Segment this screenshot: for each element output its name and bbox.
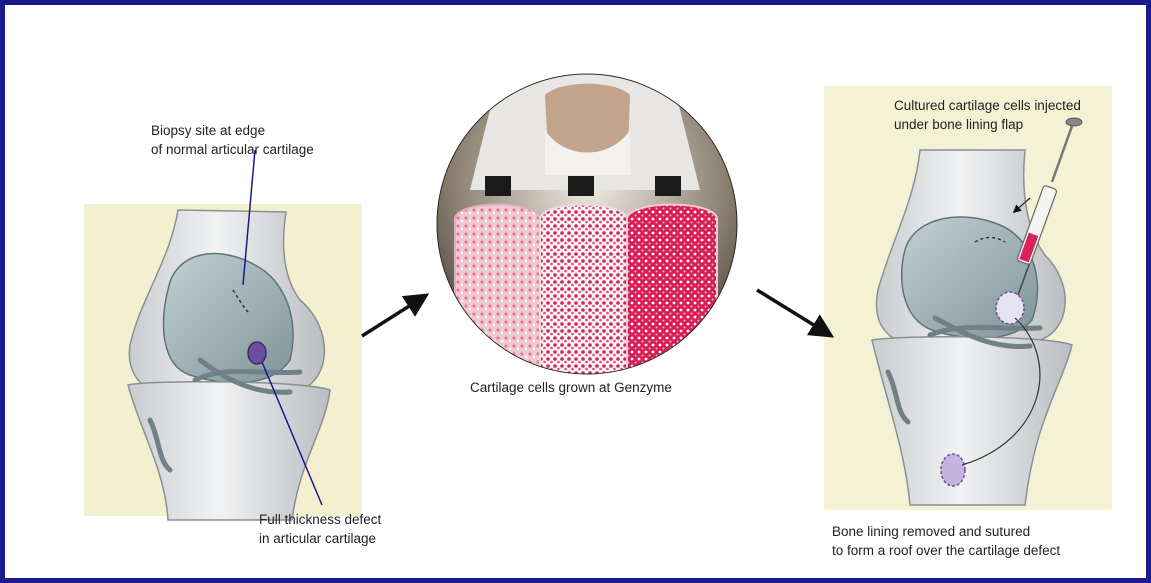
culture-flasks <box>455 176 717 375</box>
full-thickness-label-line-2: in articular cartilage <box>259 529 381 548</box>
injected-label-line-2: under bone lining flap <box>894 115 1081 134</box>
injected-label: Cultured cartilage cells injected under … <box>894 96 1081 134</box>
biopsy-site-label-line-2: of normal articular cartilage <box>151 140 314 159</box>
right-defect-marker <box>996 292 1024 324</box>
left-knee-illustration <box>128 210 330 520</box>
bone-lining-donor-site <box>941 454 965 486</box>
full-thickness-label-line-1: Full thickness defect <box>259 510 381 529</box>
right-tibia <box>872 337 1072 505</box>
lab-photo <box>430 70 750 390</box>
bone-lining-label-line-1: Bone lining removed and sutured <box>832 522 1060 541</box>
biopsy-site-label-line-1: Biopsy site at edge <box>151 121 314 140</box>
right-knee-illustration <box>872 118 1082 505</box>
arrow-to-treatment <box>757 290 830 335</box>
bone-lining-label: Bone lining removed and sutured to form … <box>832 522 1060 560</box>
arrow-to-lab <box>362 296 425 336</box>
cells-grown-caption-text: Cartilage cells grown at Genzyme <box>470 378 672 397</box>
left-defect-marker <box>248 342 266 364</box>
bone-lining-label-line-2: to form a roof over the cartilage defect <box>832 541 1060 560</box>
cells-grown-caption: Cartilage cells grown at Genzyme <box>470 378 672 397</box>
full-thickness-label: Full thickness defect in articular carti… <box>259 510 381 548</box>
injected-label-line-1: Cultured cartilage cells injected <box>894 96 1081 115</box>
biopsy-site-label: Biopsy site at edge of normal articular … <box>151 121 314 159</box>
